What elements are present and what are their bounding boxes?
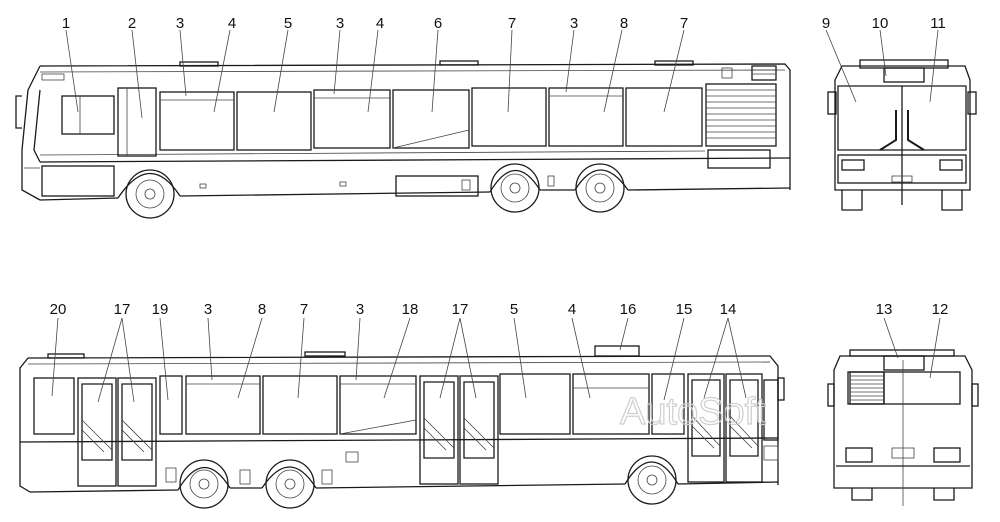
label-4: 4 (376, 15, 384, 32)
label-2: 2 (128, 15, 136, 32)
label-12: 12 (932, 301, 949, 318)
front-wheel (125, 169, 175, 219)
label-7: 7 (300, 301, 308, 318)
front-door (687, 373, 763, 483)
label-20: 20 (50, 301, 67, 318)
label-4: 4 (568, 301, 576, 318)
engine-grille-lines (706, 89, 776, 139)
label-18: 18 (402, 301, 419, 318)
label-17: 17 (114, 301, 131, 318)
watermark: AutoSoft (620, 391, 766, 433)
left-rear-wheel-1 (179, 459, 229, 509)
label-1: 1 (62, 15, 70, 32)
rear-door (77, 377, 157, 487)
rear-wheel (575, 163, 625, 213)
left-front-wheel (627, 455, 677, 505)
label-10: 10 (872, 15, 889, 32)
side-view-left (19, 345, 785, 509)
label-9: 9 (822, 15, 830, 32)
label-11: 11 (930, 15, 946, 32)
front-view (827, 59, 977, 211)
left-rear-wheel-2 (265, 459, 315, 509)
label-5: 5 (284, 15, 292, 32)
label-8: 8 (620, 15, 628, 32)
side-view-right (15, 60, 791, 219)
label-7: 7 (508, 15, 516, 32)
label-3: 3 (336, 15, 344, 32)
label-6: 6 (434, 15, 442, 32)
middle-door (419, 375, 499, 485)
label-17: 17 (452, 301, 469, 318)
label-3: 3 (356, 301, 364, 318)
label-13: 13 (876, 301, 893, 318)
label-14: 14 (720, 301, 737, 318)
label-16: 16 (620, 301, 637, 318)
leader-lines (51, 29, 941, 403)
label-19: 19 (152, 301, 169, 318)
label-3: 3 (570, 15, 578, 32)
label-8: 8 (258, 301, 266, 318)
label-7: 7 (680, 15, 688, 32)
label-3: 3 (176, 15, 184, 32)
rear-grille (849, 371, 885, 405)
label-4: 4 (228, 15, 236, 32)
rear-view (827, 349, 979, 506)
part-labels: 1 2 3 4 5 3 4 6 7 3 8 7 9 10 11 20 17 19… (50, 15, 949, 318)
label-3: 3 (204, 301, 212, 318)
label-5: 5 (510, 301, 518, 318)
middle-wheel (490, 163, 540, 213)
label-15: 15 (676, 301, 693, 318)
